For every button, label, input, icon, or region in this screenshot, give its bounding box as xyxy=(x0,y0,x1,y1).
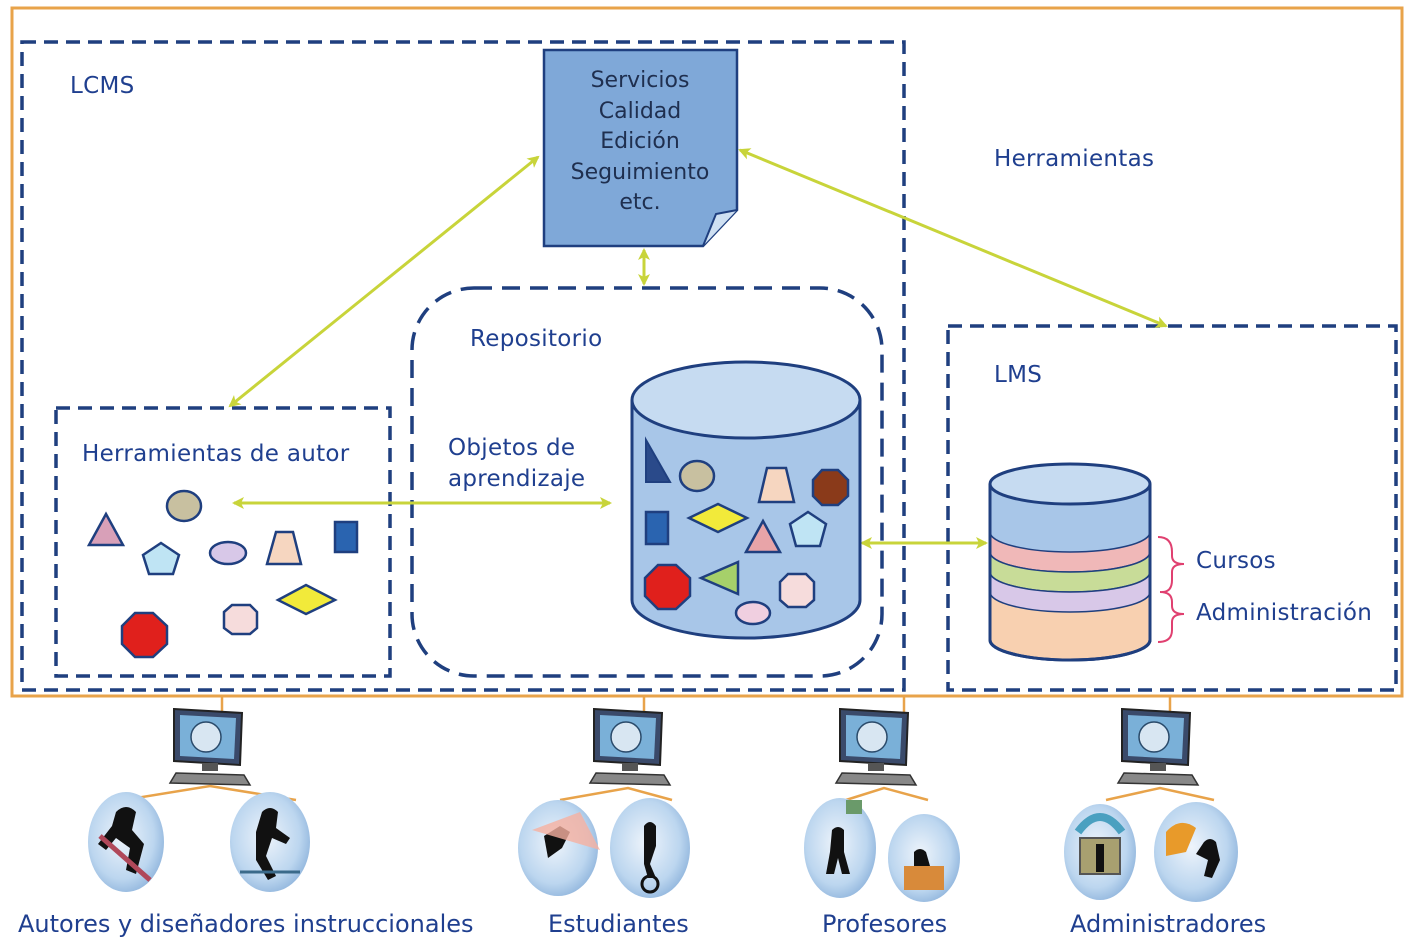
object-shape xyxy=(645,436,672,483)
services-line: etc. xyxy=(619,190,661,215)
aprendizaje-label: aprendizaje xyxy=(448,466,586,492)
object-shape xyxy=(778,572,816,609)
object-shape xyxy=(644,510,670,546)
object-shape xyxy=(86,511,126,547)
object-shape xyxy=(208,540,248,566)
group-label-estudiantes: Estudiantes xyxy=(548,910,689,938)
object-shape xyxy=(265,530,303,566)
repository-box xyxy=(410,286,884,678)
services-line: Servicios xyxy=(590,68,690,93)
object-shape xyxy=(788,510,828,548)
object-shape xyxy=(678,459,716,493)
object-shape xyxy=(275,583,338,616)
services-line: Seguimiento xyxy=(570,159,710,185)
services-line: Calidad xyxy=(598,98,682,124)
object-shape xyxy=(222,603,259,636)
object-shape xyxy=(120,611,169,659)
object-shape xyxy=(333,520,359,554)
services-document xyxy=(542,48,739,248)
lcms-box xyxy=(20,40,906,692)
herramientas-label: Herramientas xyxy=(994,146,1155,172)
workstations xyxy=(168,707,1200,786)
objetos-label: Objetos de xyxy=(448,435,576,461)
arrow-services-lms xyxy=(738,148,1168,328)
workstation-icon xyxy=(588,707,672,786)
object-shape xyxy=(743,518,783,554)
group-label-profesores: Profesores xyxy=(822,910,948,938)
workstation-icon xyxy=(168,707,252,786)
cursos-label: Cursos xyxy=(1196,548,1276,574)
lms-label: LMS xyxy=(994,362,1043,388)
outer-frame xyxy=(10,6,1404,698)
authoring-shapes xyxy=(86,489,359,659)
administracion-label: Administración xyxy=(1196,600,1373,626)
lms-database-icon xyxy=(988,462,1152,662)
object-shape xyxy=(141,541,181,576)
brace-cursos xyxy=(1157,536,1185,593)
repositorio-label: Repositorio xyxy=(470,326,603,352)
people-illustrations xyxy=(88,792,1238,902)
object-shape xyxy=(643,563,692,611)
object-shape xyxy=(757,466,796,504)
user-connectors xyxy=(123,696,1215,802)
authoring-tools-box xyxy=(54,406,392,678)
brace-administracion xyxy=(1157,591,1185,643)
group-label-autores: Autores y diseñadores instruccionales xyxy=(18,910,474,938)
object-shape xyxy=(165,489,203,523)
lms-box xyxy=(946,324,1398,692)
arrow-services-authoring xyxy=(228,155,540,408)
repository-database-icon xyxy=(630,360,862,640)
group-label-administradores: Administradores xyxy=(1070,910,1267,938)
workstation-icon xyxy=(834,707,918,786)
services-line: Edición xyxy=(600,129,680,154)
services-document-text: Servicios Calidad Edición Seguimiento et… xyxy=(544,66,736,219)
object-shape xyxy=(734,600,772,626)
workstation-icon xyxy=(1116,707,1200,786)
herramientas-autor-label: Herramientas de autor xyxy=(82,441,350,467)
object-shape xyxy=(697,560,740,596)
object-shape xyxy=(811,468,850,507)
lcms-label: LCMS xyxy=(70,73,135,99)
object-shape xyxy=(686,502,750,534)
